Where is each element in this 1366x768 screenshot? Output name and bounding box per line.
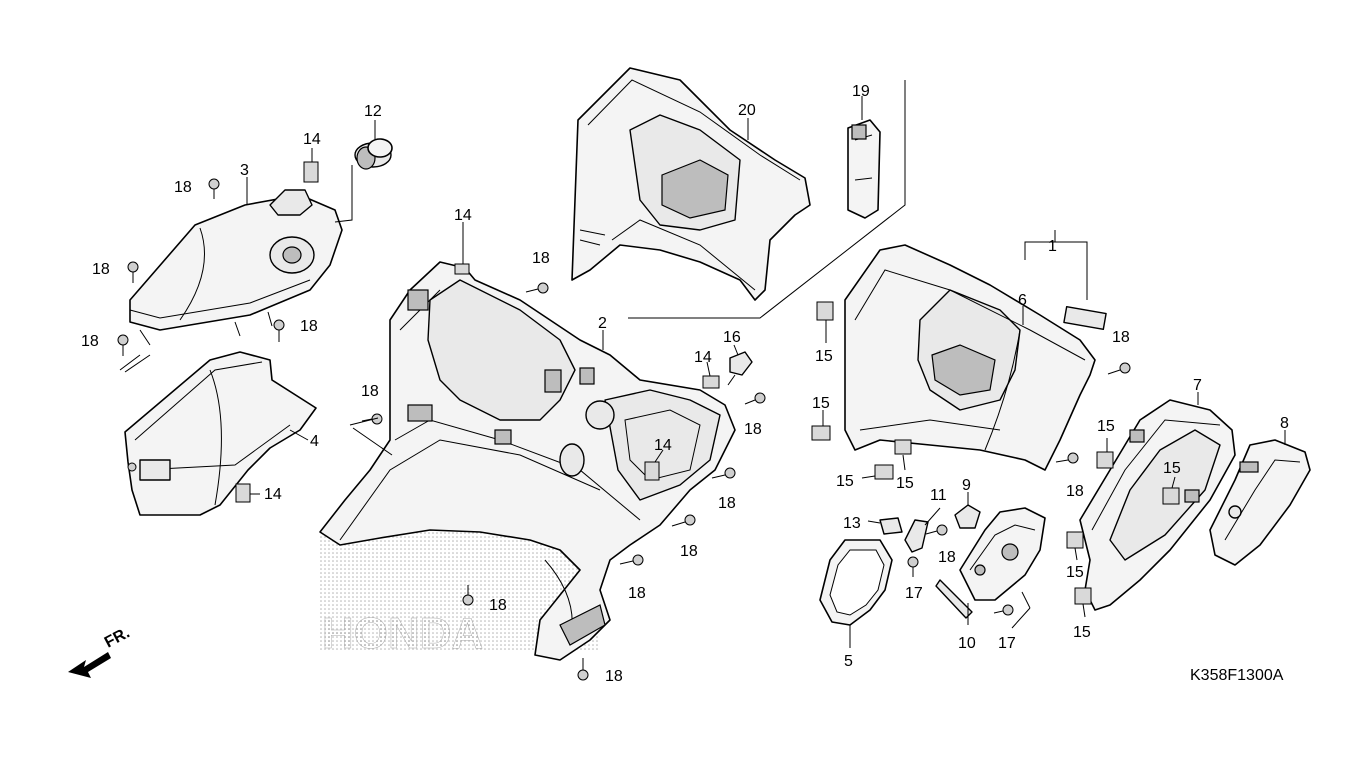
callout-part-10: 10 [958, 635, 976, 652]
part-4-lower-tray [124, 351, 317, 516]
callout-part-15-d: 15 [896, 475, 914, 492]
callout-part-7: 7 [1193, 377, 1202, 394]
direction-label: FR. [102, 624, 133, 651]
clip-15-d [894, 439, 912, 455]
clip-15-a [816, 301, 834, 321]
part-16-bolt [729, 351, 753, 376]
callout-part-11: 11 [930, 487, 947, 504]
callout-part-15-g: 15 [1066, 564, 1084, 581]
callout-part-18-f: 18 [361, 383, 379, 400]
callout-part-17-b: 17 [998, 635, 1016, 652]
callout-part-18-j: 18 [628, 585, 646, 602]
clip-14-b [454, 263, 470, 275]
clip-15-g [1066, 531, 1084, 549]
callout-part-9: 9 [962, 477, 971, 494]
callout-part-18-d: 18 [81, 333, 99, 350]
callout-part-18-a: 18 [174, 179, 192, 196]
callout-part-15-f: 15 [1163, 460, 1181, 477]
callout-part-18-l: 18 [605, 668, 623, 685]
callout-part-18-n: 18 [1066, 483, 1084, 500]
clip-15-f [1162, 487, 1180, 505]
screw-18-i [671, 514, 696, 527]
callout-part-15-h: 15 [1073, 624, 1091, 641]
screw-18-f [361, 413, 383, 425]
screw-18-l [577, 658, 589, 681]
callout-part-14-c: 14 [694, 349, 712, 366]
leader-lines [119, 80, 1286, 648]
part-11-plate [904, 519, 929, 553]
screws [117, 178, 1131, 681]
callout-part-3: 3 [240, 162, 249, 179]
callout-part-15-c: 15 [836, 473, 854, 490]
callout-labels: 1 2 3 4 5 6 7 8 9 10 11 12 13 14 14 14 1… [81, 83, 1289, 685]
screw-18-d [117, 334, 129, 356]
callout-part-15-e: 15 [1097, 418, 1115, 435]
callout-part-20: 20 [738, 102, 756, 119]
callout-part-15-b: 15 [812, 395, 830, 412]
callout-part-18-c: 18 [300, 318, 318, 335]
callout-part-18-b: 18 [92, 261, 110, 278]
clip-15-e [1096, 451, 1114, 469]
part-20-rear-panel [571, 67, 811, 301]
clip-15-h [1074, 587, 1092, 605]
clip-14-a [303, 161, 319, 183]
callout-part-4: 4 [310, 433, 319, 450]
clip-15-b [811, 425, 831, 441]
callout-part-1: 1 [1048, 238, 1057, 255]
callout-part-8: 8 [1280, 415, 1289, 432]
screw-17-b [993, 604, 1014, 616]
callout-part-14-e: 14 [264, 486, 282, 503]
screw-18-n [1055, 452, 1079, 464]
part-2-inner-cover [319, 261, 736, 661]
screw-18-m [1107, 362, 1131, 375]
watermark-text: HONDA [322, 609, 483, 658]
screw-18-e [525, 282, 549, 294]
callout-part-18-m: 18 [1112, 329, 1130, 346]
callout-part-14-d: 14 [654, 437, 672, 454]
part-10-lid [935, 507, 1046, 619]
part-13-collar [879, 517, 903, 535]
drawing-code: K358F1300A [1190, 667, 1284, 684]
callout-part-18-g: 18 [744, 421, 762, 438]
screw-18-k [462, 585, 474, 606]
screw-18-b [127, 261, 139, 283]
clip-14-d [644, 461, 660, 481]
screw-18-o [925, 524, 948, 536]
screw-18-a [208, 178, 220, 199]
callout-part-19: 19 [852, 83, 870, 100]
callout-part-13: 13 [843, 515, 861, 532]
callout-part-18-o: 18 [938, 549, 956, 566]
small-parts [727, 351, 981, 553]
callout-part-17-a: 17 [905, 585, 923, 602]
part-3-upper-box [129, 189, 343, 346]
callout-part-2: 2 [598, 315, 607, 332]
part-19-bracket [847, 119, 881, 219]
callout-part-14-a: 14 [303, 131, 321, 148]
part-1-right-panel [844, 244, 1107, 471]
front-direction-arrow: FR. [68, 624, 133, 678]
screw-18-h [711, 467, 736, 479]
clip-15-c [874, 464, 894, 480]
screw-18-j [619, 554, 644, 566]
callout-part-18-k: 18 [489, 597, 507, 614]
callout-part-18-e: 18 [532, 250, 550, 267]
screw-18-g [744, 392, 766, 405]
screw-18-c [273, 319, 285, 342]
clip-14-e [235, 483, 251, 503]
part-5-rubber-frame [819, 539, 893, 626]
callout-part-5: 5 [844, 653, 853, 670]
callout-part-16: 16 [723, 329, 741, 346]
callout-part-12: 12 [364, 103, 382, 120]
callout-part-18-i: 18 [680, 543, 698, 560]
callout-part-18-h: 18 [718, 495, 736, 512]
callout-part-6: 6 [1018, 292, 1027, 309]
callout-part-14-b: 14 [454, 207, 472, 224]
screw-17-a [907, 556, 919, 577]
part-12-grommet [354, 138, 393, 170]
clip-14-c [702, 375, 720, 389]
callout-part-15-a: 15 [815, 348, 833, 365]
part-9-clip [954, 504, 981, 529]
part-8-side-cover [1209, 439, 1311, 566]
